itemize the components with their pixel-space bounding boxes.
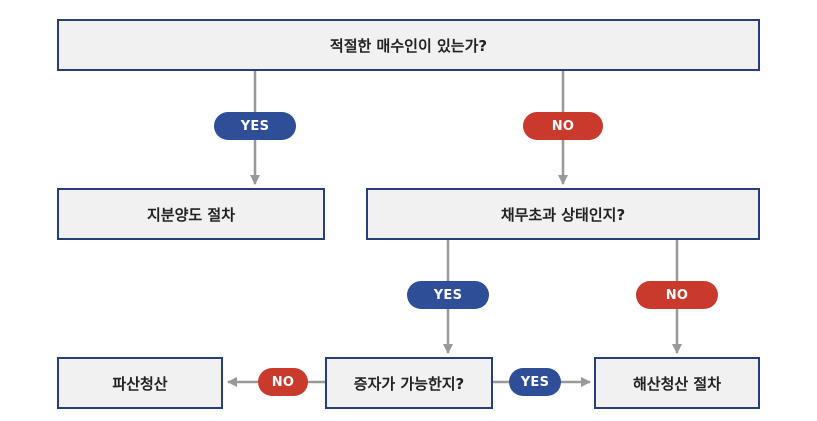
no-label-root: NO xyxy=(523,112,603,140)
yes-label-root: YES xyxy=(214,112,296,140)
process-bankruptcy-liquidation: 파산청산 xyxy=(57,357,223,409)
yes-label-insolvency: YES xyxy=(407,281,489,309)
decision-suitable-buyer: 적절한 매수인이 있는가? xyxy=(57,19,760,71)
decision-capital-increase: 증자가 가능한지? xyxy=(325,357,493,409)
no-label-capital: NO xyxy=(258,368,308,396)
no-label-insolvency: NO xyxy=(636,281,718,309)
yes-label-capital: YES xyxy=(509,368,561,396)
process-equity-transfer: 지분양도 절차 xyxy=(57,188,325,240)
process-dissolution-liquidation: 해산청산 절차 xyxy=(594,357,760,409)
decision-insolvency: 채무초과 상태인지? xyxy=(366,188,760,240)
